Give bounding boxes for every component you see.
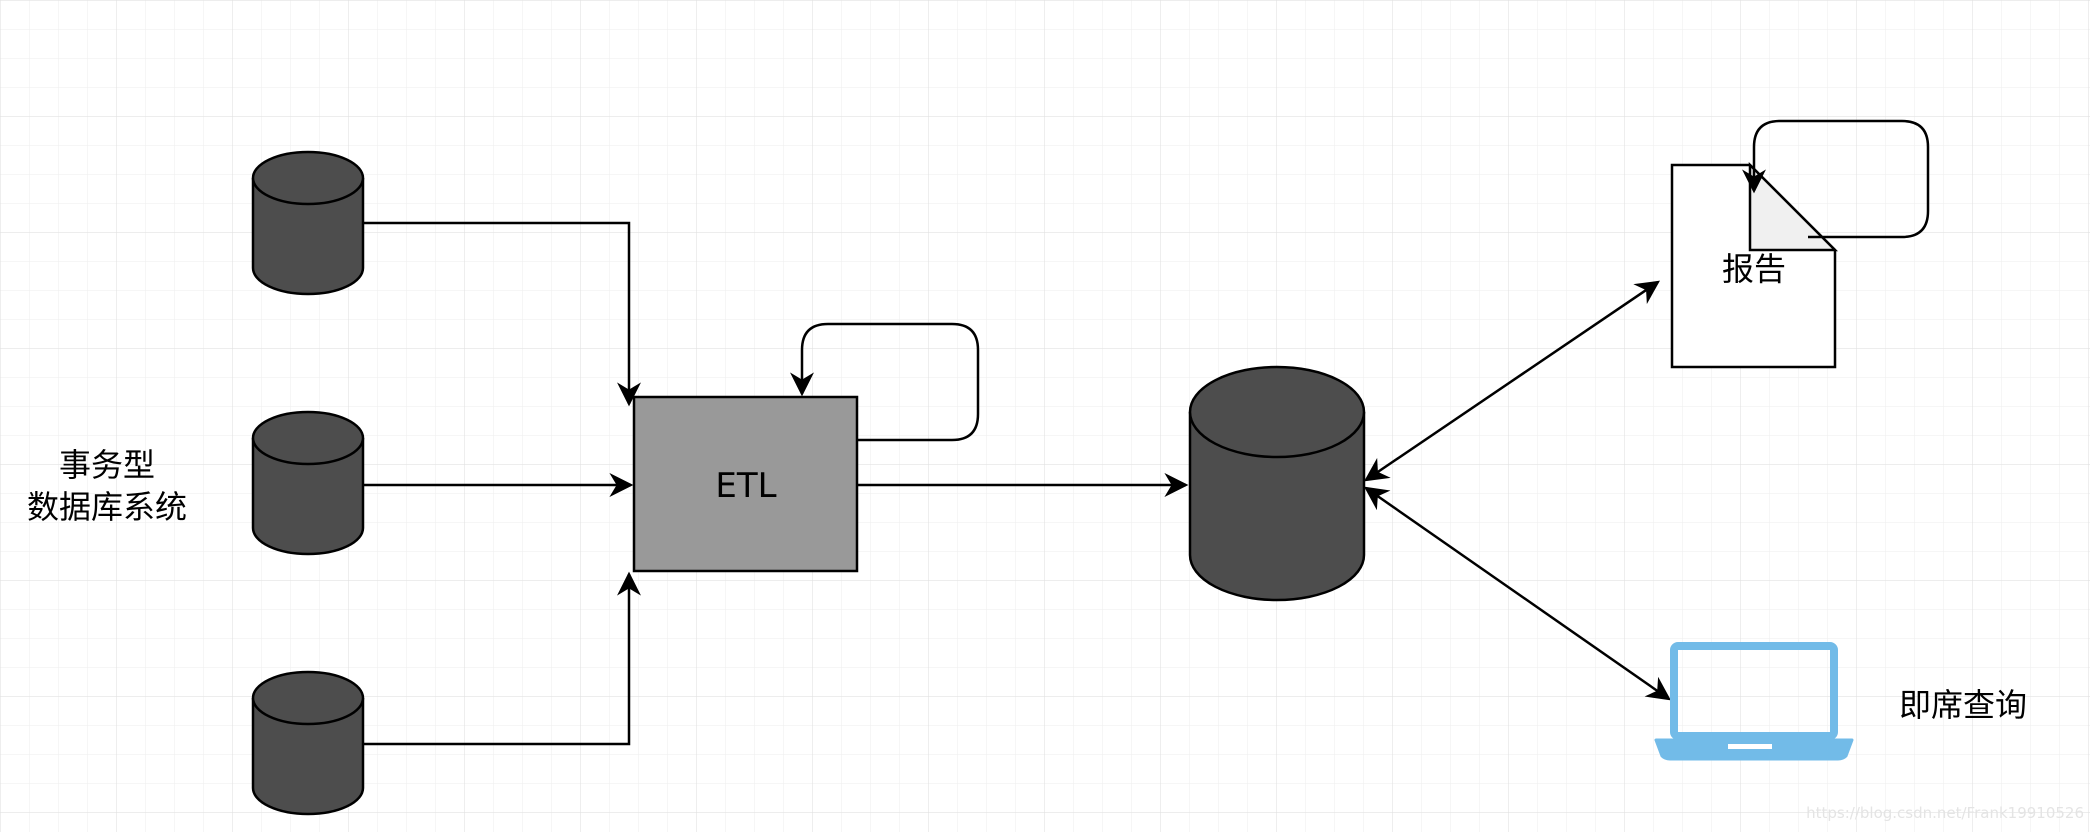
edge-source1-to-etl[interactable] xyxy=(363,221,641,407)
edge-warehouse-report[interactable] xyxy=(1364,280,1660,482)
source-database-3[interactable] xyxy=(251,670,365,816)
watermark-text: https://blog.csdn.net/Frank19910526 xyxy=(1806,804,2084,822)
source-database-1[interactable] xyxy=(251,150,365,296)
edge-report-self-loop[interactable] xyxy=(1742,119,1930,239)
etl-process-box[interactable]: ETL xyxy=(632,395,859,573)
etl-label: ETL xyxy=(715,466,776,506)
edge-etl-self-loop[interactable] xyxy=(790,322,980,442)
adhoc-query-label: 即席查询 xyxy=(1899,686,2027,724)
data-warehouse-database[interactable] xyxy=(1188,365,1366,602)
edge-warehouse-adhoc[interactable] xyxy=(1364,486,1671,701)
report-label: 报告 xyxy=(1722,250,1786,288)
source-label-line1: 事务型 xyxy=(59,446,155,484)
source-label-line2: 数据库系统 xyxy=(27,488,187,526)
laptop-icon[interactable] xyxy=(1654,642,1854,761)
report-document-icon[interactable]: 报告 xyxy=(1670,161,1839,369)
edge-source3-to-etl[interactable] xyxy=(363,571,641,746)
source-database-2[interactable] xyxy=(251,410,365,556)
